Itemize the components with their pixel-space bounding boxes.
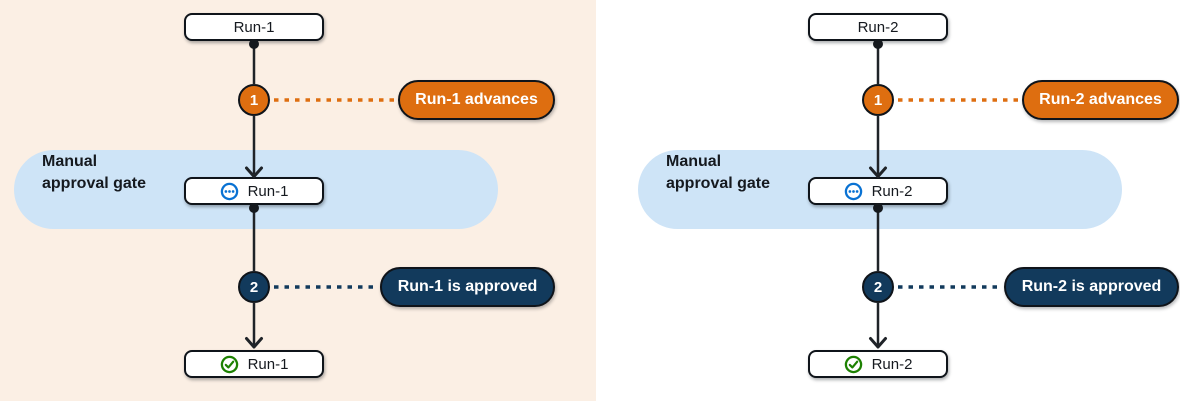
deployed-run-node: Run-1: [184, 350, 324, 378]
approved-callout: Run-1 is approved: [380, 267, 555, 307]
run-2-flow-panel: Manual approval gate Run-2 Run-2 Run-2 1: [624, 0, 1180, 401]
step-2-number: 2: [873, 278, 883, 296]
step-1-badge: 1: [238, 84, 270, 116]
manual-approval-gate-label: Manual approval gate: [666, 153, 771, 192]
success-icon: [220, 355, 238, 373]
step-2-number: 2: [249, 278, 259, 296]
source-run-label: Run-2: [857, 18, 899, 36]
source-run-node: Run-1: [184, 13, 324, 41]
step-2-badge: 2: [862, 271, 894, 303]
source-run-node: Run-2: [808, 13, 948, 41]
approved-callout-label: Run-1 is approved: [397, 278, 538, 295]
step-1-badge: 1: [862, 84, 894, 116]
advance-callout: Run-2 advances: [1022, 80, 1179, 120]
advance-callout: Run-1 advances: [398, 80, 555, 120]
step-2-badge: 2: [238, 271, 270, 303]
advance-callout-label: Run-2 advances: [1039, 91, 1162, 108]
deployed-run-node: Run-2: [808, 350, 948, 378]
in-progress-icon: [220, 182, 238, 200]
manual-approval-gate-label: Manual approval gate: [42, 153, 147, 192]
advance-callout-label: Run-1 advances: [415, 91, 538, 108]
approved-callout: Run-2 is approved: [1004, 267, 1179, 307]
run-1-flow-panel: Manual approval gate Run-1 Run-1 Run-1 1: [0, 0, 556, 401]
success-icon: [844, 355, 862, 373]
gate-run-label: Run-1: [247, 182, 289, 200]
deployed-run-label: Run-2: [871, 355, 913, 373]
gate-run-node: Run-2: [808, 177, 948, 205]
arrowhead-icon: [869, 337, 887, 349]
approved-callout-label: Run-2 is approved: [1021, 278, 1162, 295]
step-1-number: 1: [873, 91, 883, 109]
step-1-number: 1: [249, 91, 259, 109]
in-progress-icon: [844, 182, 862, 200]
gate-run-label: Run-2: [871, 182, 913, 200]
deployed-run-label: Run-1: [247, 355, 289, 373]
arrowhead-icon: [245, 337, 263, 349]
gate-run-node: Run-1: [184, 177, 324, 205]
source-run-label: Run-1: [233, 18, 275, 36]
